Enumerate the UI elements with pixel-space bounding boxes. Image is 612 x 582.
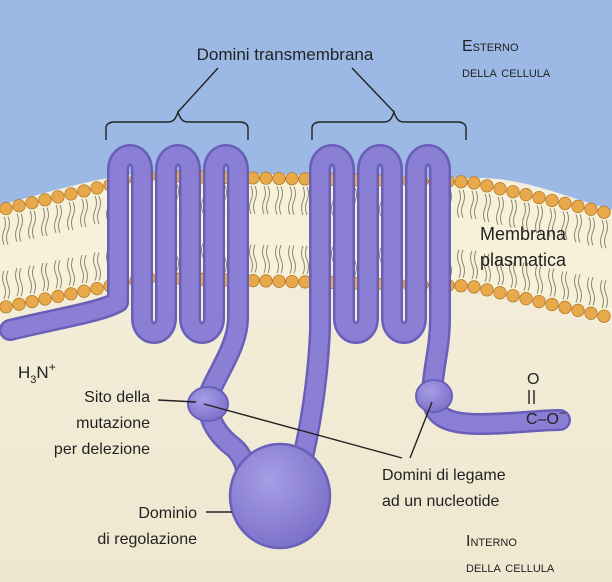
lipid-head [91, 182, 103, 194]
label-mutation-line1: Sito della [84, 389, 150, 406]
lipid-head [273, 172, 285, 184]
lipid-head [52, 191, 64, 203]
lipid-head [39, 194, 51, 206]
lipid-head [520, 188, 532, 200]
label-transmembrane-domains: Domini transmembrana [197, 45, 374, 64]
lipid-head [533, 191, 545, 203]
nucleotide-binding-domain-2 [416, 380, 452, 412]
lipid-head [455, 176, 467, 188]
lipid-head [507, 185, 519, 197]
lipid-head [520, 292, 532, 304]
lipid-head [559, 197, 571, 209]
label-mutation-line2: mutazione [76, 415, 150, 432]
n-terminus-prefix: H [18, 363, 30, 382]
lipid-head [13, 199, 25, 211]
lipid-head [468, 281, 480, 293]
lipid-head [598, 206, 610, 218]
label-nucleotide-line2: ad un nucleotide [382, 493, 500, 510]
lipid-head [65, 188, 77, 200]
lipid-head [39, 293, 51, 305]
lipid-head [52, 290, 64, 302]
label-inside-line2: della cellula [466, 559, 555, 576]
lipid-head [546, 298, 558, 310]
lipid-head [455, 280, 467, 292]
nucleotide-binding-domain-1 [188, 387, 228, 421]
lipid-head [78, 185, 90, 197]
lipid-head [260, 275, 272, 287]
lipid-head [286, 172, 298, 184]
lipid-head [585, 203, 597, 215]
lipid-head [559, 301, 571, 313]
lipid-head [26, 197, 38, 209]
lipid-head [481, 284, 493, 296]
lipid-head [13, 298, 25, 310]
c-terminus-main: C–O [526, 411, 559, 428]
lipid-head [572, 200, 584, 212]
lipid-head [533, 295, 545, 307]
lipid-head [26, 295, 38, 307]
label-nucleotide-line1: Domini di legame [382, 467, 506, 484]
lipid-head [481, 180, 493, 192]
lipid-head [91, 282, 103, 294]
lipid-head [65, 288, 77, 300]
lipid-head [494, 287, 506, 299]
lipid-head [0, 301, 12, 313]
regulatory-domain [230, 444, 330, 548]
lipid-head [0, 202, 12, 214]
c-terminus-oxygen: O [527, 371, 539, 388]
lipid-head [468, 177, 480, 189]
label-regulation-line1: Dominio [138, 505, 197, 522]
n-terminus-charge: + [49, 360, 56, 374]
lipid-head [286, 275, 298, 287]
label-mutation-line3: per delezione [54, 441, 150, 458]
lipid-head [78, 285, 90, 297]
label-regulation-line2: di regolazione [97, 531, 197, 548]
lipid-head [494, 183, 506, 195]
c-terminus-charge: − [559, 406, 566, 420]
lipid-head [585, 307, 597, 319]
lipid-head [572, 304, 584, 316]
label-inside-line1: Interno [466, 533, 517, 550]
lipid-head [273, 275, 285, 287]
label-outside-line1: Esterno [462, 38, 519, 55]
label-outside-line2: della cellula [462, 64, 551, 81]
lipid-head [546, 194, 558, 206]
lipid-head [507, 289, 519, 301]
lipid-head [260, 172, 272, 184]
label-membrane-line1: Membrana [480, 224, 567, 244]
lipid-head [598, 310, 610, 322]
label-membrane-line2: plasmatica [480, 250, 567, 270]
n-terminus-suffix: N [36, 363, 48, 382]
